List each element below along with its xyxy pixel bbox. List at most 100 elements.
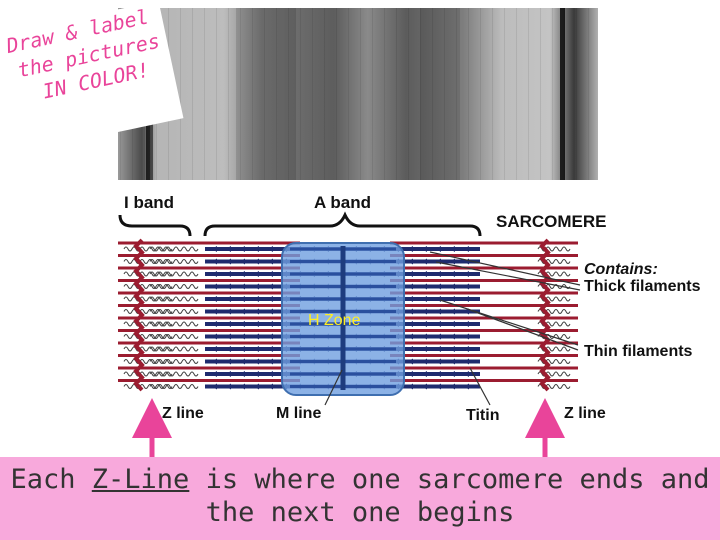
myosin-head xyxy=(436,371,441,377)
myosin-head xyxy=(408,283,413,290)
myosin-head xyxy=(436,246,441,252)
micrograph-striation xyxy=(396,8,397,180)
micrograph-striation xyxy=(588,8,589,180)
micrograph-striation xyxy=(204,8,205,180)
micrograph-striation xyxy=(492,8,493,180)
myosin-head xyxy=(450,321,455,327)
myosin-head xyxy=(464,321,469,327)
micrograph xyxy=(118,8,598,180)
myosin-head xyxy=(408,383,413,390)
titin-spring xyxy=(537,359,571,364)
leader-m-line xyxy=(324,369,343,406)
myosin-head xyxy=(212,271,217,277)
micrograph-striation xyxy=(408,8,409,180)
label-sarcomere: SARCOMERE xyxy=(496,212,607,231)
titin-spring xyxy=(149,371,199,377)
titin-spring xyxy=(123,359,173,364)
myosin-head xyxy=(436,383,441,390)
myosin-head xyxy=(254,346,259,352)
myosin-head xyxy=(464,296,469,302)
myosin-head xyxy=(240,271,245,277)
micrograph-striation xyxy=(384,8,385,180)
titin-spring xyxy=(149,271,199,277)
myosin-head xyxy=(408,271,413,277)
leader-thick-2 xyxy=(435,261,581,291)
myosin-head xyxy=(268,383,273,390)
label-i-band: I band xyxy=(124,193,175,212)
micrograph-striation xyxy=(444,8,445,180)
myosin-head xyxy=(464,333,469,340)
titin-spring xyxy=(123,384,173,389)
titin-spring xyxy=(123,296,173,302)
myosin-head xyxy=(212,296,217,302)
label-m-line: M line xyxy=(276,405,322,422)
myosin-head xyxy=(226,321,231,327)
label-titin: Titin xyxy=(466,407,500,424)
micrograph-striation xyxy=(504,8,505,180)
titin-spring xyxy=(149,284,199,289)
myosin-head xyxy=(422,346,427,352)
titin-spring xyxy=(123,309,173,314)
myosin-head xyxy=(254,383,259,390)
micrograph-striation xyxy=(192,8,193,180)
myosin-head xyxy=(268,246,273,252)
myosin-head xyxy=(254,358,259,365)
myosin-head xyxy=(254,333,259,340)
myosin-head xyxy=(408,346,413,352)
micrograph-band xyxy=(560,8,565,180)
myosin-head xyxy=(422,321,427,327)
label-thick-filaments: Thick filaments xyxy=(584,278,701,295)
label-contains: Contains: xyxy=(584,261,658,278)
myosin-head xyxy=(240,383,245,390)
myosin-head xyxy=(436,333,441,340)
myosin-head xyxy=(226,333,231,340)
titin-spring xyxy=(149,296,199,302)
micrograph-striation xyxy=(456,8,457,180)
myosin-head xyxy=(464,283,469,290)
myosin-head xyxy=(240,346,245,352)
myosin-head xyxy=(436,358,441,365)
myosin-head xyxy=(436,283,441,290)
myosin-head xyxy=(268,258,273,265)
titin-spring xyxy=(123,246,173,252)
myosin-head xyxy=(422,383,427,390)
myosin-head xyxy=(212,346,217,352)
myosin-head xyxy=(240,246,245,252)
leader-thick-1 xyxy=(429,251,581,286)
titin-spring xyxy=(537,309,571,314)
micrograph-striation xyxy=(480,8,481,180)
titin-spring xyxy=(123,371,173,377)
micrograph-striation xyxy=(348,8,349,180)
i-band-bracket xyxy=(118,214,192,237)
myosin-head xyxy=(422,333,427,340)
myosin-head xyxy=(450,296,455,302)
leader-titin xyxy=(469,367,491,406)
myosin-head xyxy=(408,246,413,252)
myosin-head xyxy=(212,333,217,340)
myosin-head xyxy=(254,371,259,377)
myosin-head xyxy=(450,333,455,340)
micrograph-striation xyxy=(540,8,541,180)
myosin-head xyxy=(254,321,259,327)
myosin-head xyxy=(422,371,427,377)
titin-spring xyxy=(149,246,199,252)
myosin-head xyxy=(422,246,427,252)
myosin-head xyxy=(268,283,273,290)
caption-emphasis: Z-Line xyxy=(91,464,190,495)
label-h-zone: H Zone xyxy=(308,312,361,329)
myosin-head xyxy=(268,346,273,352)
h-zone-filaments xyxy=(290,246,396,390)
myosin-head xyxy=(422,283,427,290)
micrograph-striation xyxy=(312,8,313,180)
myosin-head xyxy=(240,258,245,265)
label-z-line-right: Z line xyxy=(564,405,606,422)
myosin-head xyxy=(268,333,273,340)
myosin-head xyxy=(254,308,259,315)
myosin-head xyxy=(436,321,441,327)
myosin-head xyxy=(268,308,273,315)
myosin-head xyxy=(268,271,273,277)
myosin-head xyxy=(226,283,231,290)
micrograph-striation xyxy=(228,8,229,180)
label-z-line-left: Z line xyxy=(162,405,204,422)
micrograph-striation xyxy=(468,8,469,180)
